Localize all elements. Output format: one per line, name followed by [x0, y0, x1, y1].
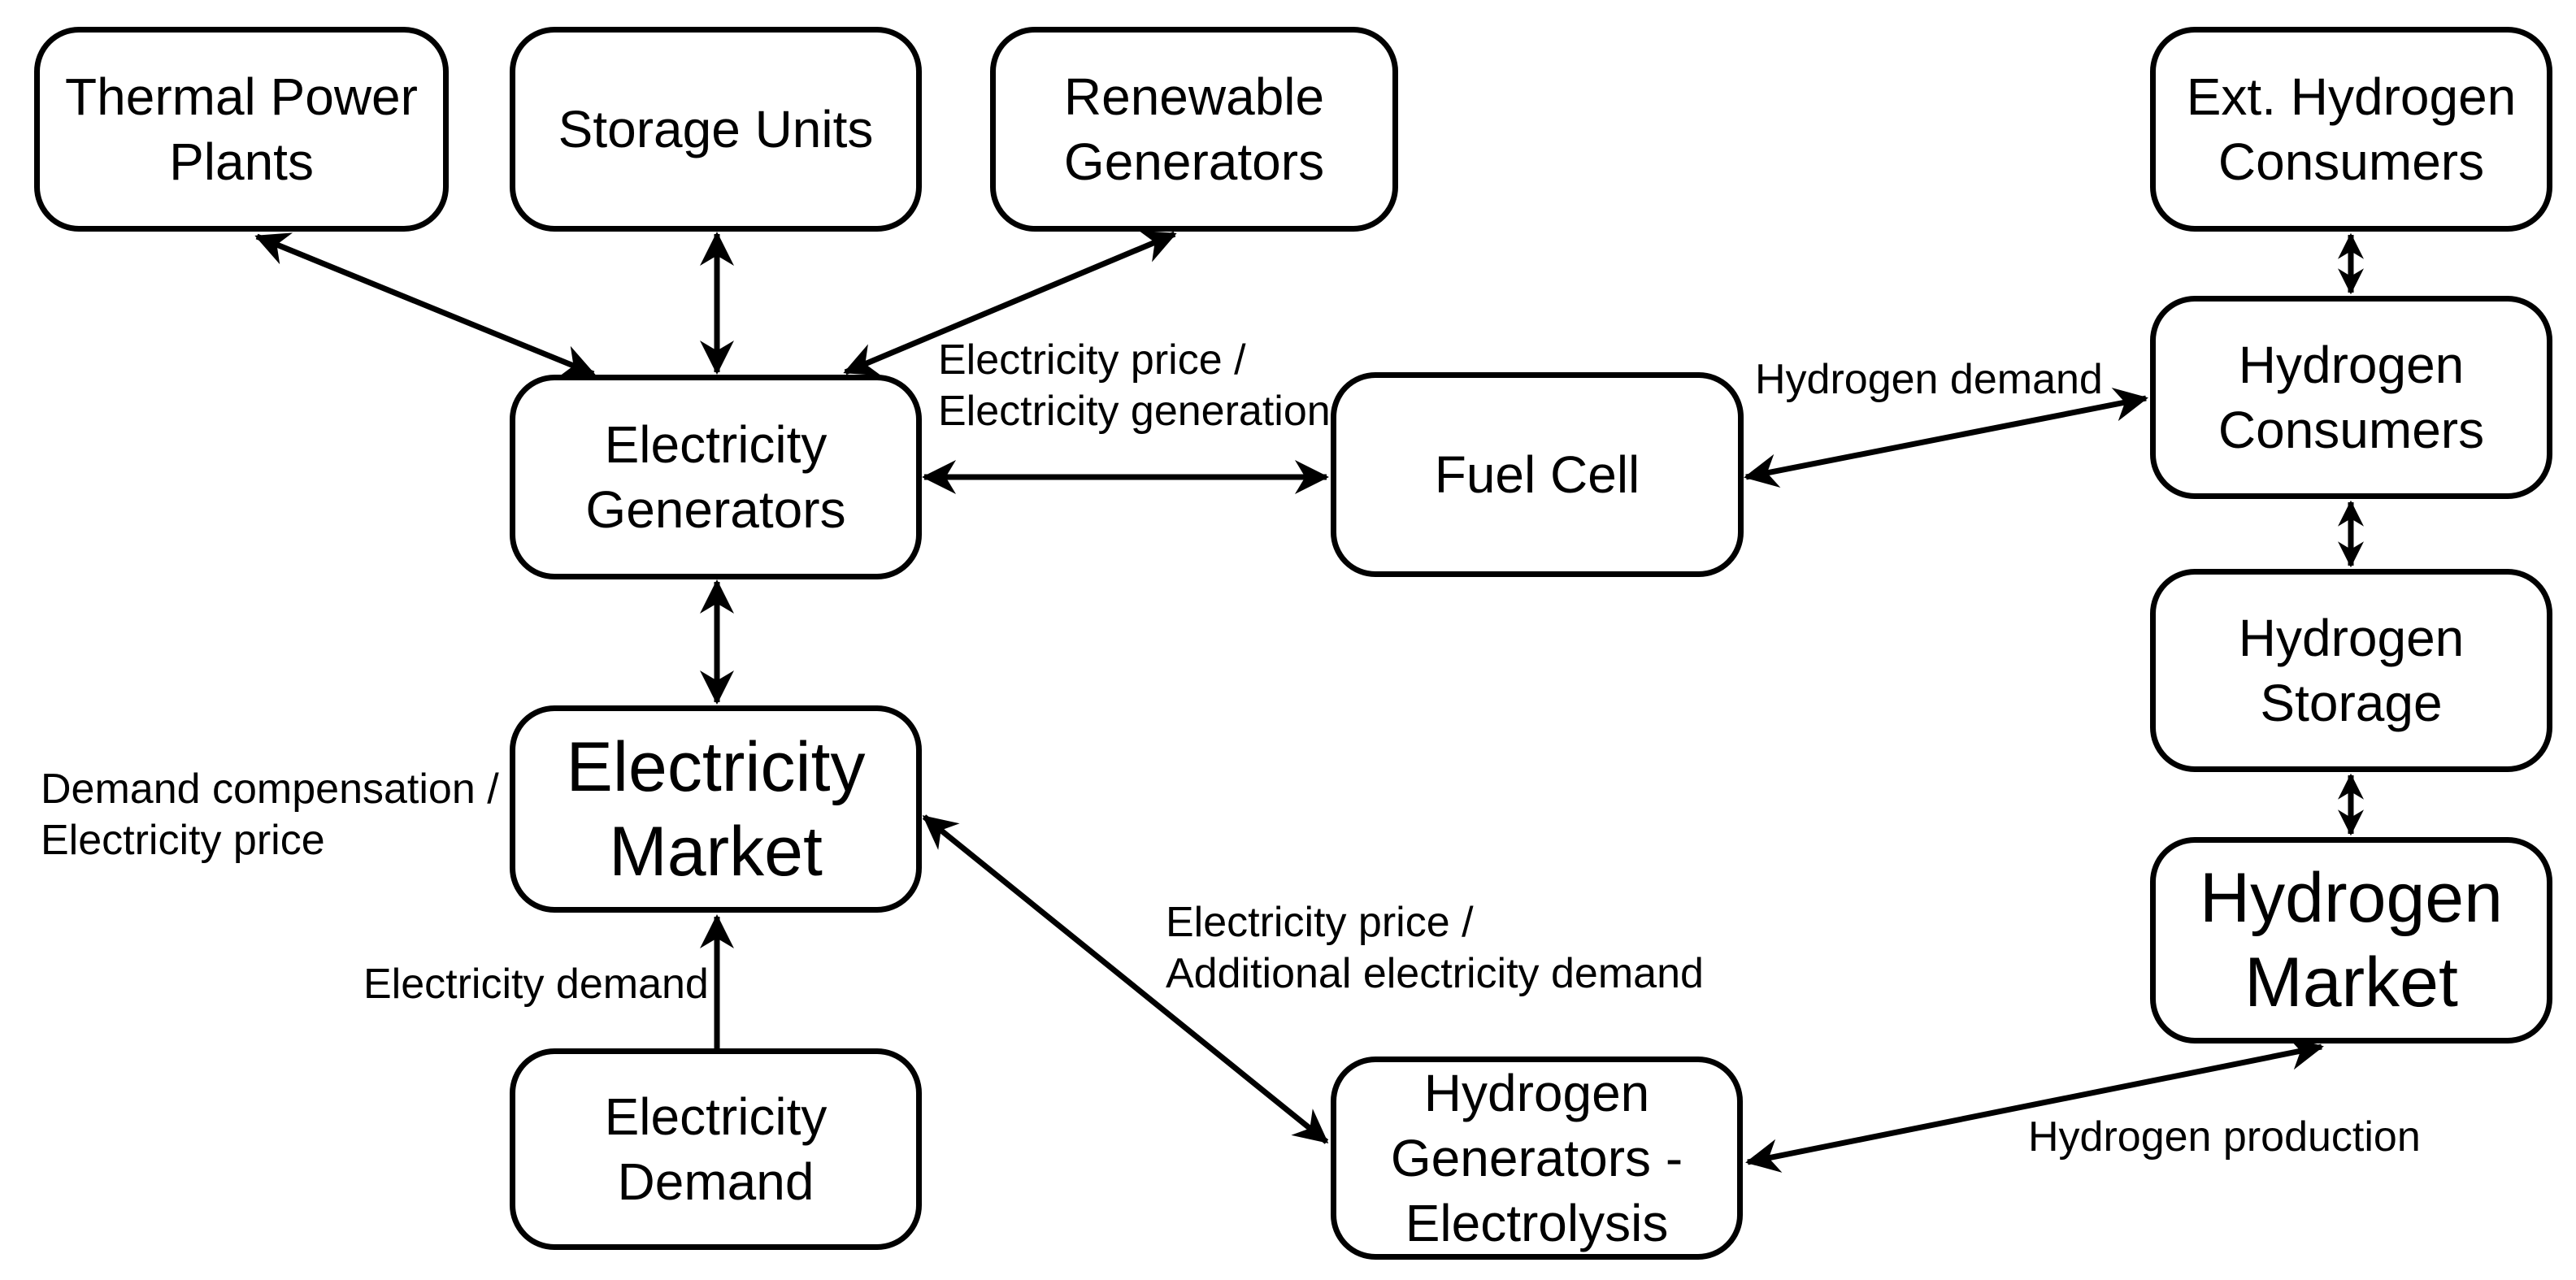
node-thermal-power-plants: Thermal Power Plants — [34, 27, 449, 232]
node-fuel-cell: Fuel Cell — [1331, 372, 1744, 577]
edge-label-demand-compensation: Demand compensation / Electricity price — [41, 766, 499, 864]
node-label: Electrolysis — [1405, 1194, 1669, 1252]
edge-label-hydrogen-demand: Hydrogen demand — [1755, 356, 2103, 403]
edge-fuelcell-hconsumers — [1744, 387, 2148, 488]
node-label: Storage Units — [558, 100, 874, 158]
node-label: Demand — [617, 1152, 815, 1211]
node-hydrogen-generators-electrolysis: Hydrogen Generators - Electrolysis — [1331, 1057, 1743, 1260]
node-label: Consumers — [2218, 401, 2485, 459]
node-label: Market — [609, 812, 823, 891]
node-renewable-generators: Renewable Generators — [990, 27, 1398, 232]
node-label: Storage — [2260, 674, 2443, 732]
node-label: Plants — [169, 132, 314, 191]
edge-h2gen-hmarket — [1745, 1036, 2324, 1173]
node-electricity-demand: Electricity Demand — [510, 1048, 922, 1250]
node-storage-units: Storage Units — [510, 27, 922, 232]
node-label: Market — [2244, 944, 2458, 1022]
node-label: Renewable — [1063, 67, 1325, 126]
node-label: Hydrogen — [1423, 1064, 1650, 1122]
node-label: Fuel Cell — [1434, 445, 1640, 504]
node-label: Generators - — [1390, 1129, 1683, 1187]
node-label: Generators — [585, 480, 846, 539]
edge-renewable-elecgen — [843, 230, 1177, 376]
node-label: Hydrogen — [2238, 609, 2465, 667]
node-hydrogen-market: Hydrogen Market — [2150, 837, 2552, 1044]
edge-label-electricity-demand: Electricity demand — [363, 961, 709, 1008]
edge-label-electricity-price-generation: Electricity price / Electricity generati… — [938, 336, 1331, 435]
node-label: Hydrogen — [2200, 859, 2503, 937]
edge-thermal-elecgen — [254, 232, 596, 378]
node-electricity-market: Electricity Market — [510, 705, 922, 913]
node-hydrogen-storage: Hydrogen Storage — [2150, 569, 2552, 772]
node-label: Electricity — [604, 1087, 828, 1146]
node-electricity-generators: Electricity Generators — [510, 375, 922, 579]
edge-label-hydrogen-production: Hydrogen production — [2028, 1113, 2421, 1161]
node-label: Electricity — [604, 415, 828, 474]
node-hydrogen-consumers: Hydrogen Consumers — [2150, 296, 2552, 499]
node-label: Consumers — [2218, 132, 2485, 191]
node-label: Generators — [1063, 132, 1325, 191]
node-ext-hydrogen-consumers: Ext. Hydrogen Consumers — [2150, 27, 2552, 232]
edge-label-electricity-price-additional: Electricity price / Additional electrici… — [1166, 899, 1704, 997]
node-label: Ext. Hydrogen — [2186, 67, 2517, 126]
node-label: Thermal Power — [65, 67, 418, 126]
node-label: Hydrogen — [2238, 336, 2465, 394]
node-label: Electricity — [566, 727, 866, 806]
edge-elecmarket-h2gen — [922, 814, 1329, 1144]
